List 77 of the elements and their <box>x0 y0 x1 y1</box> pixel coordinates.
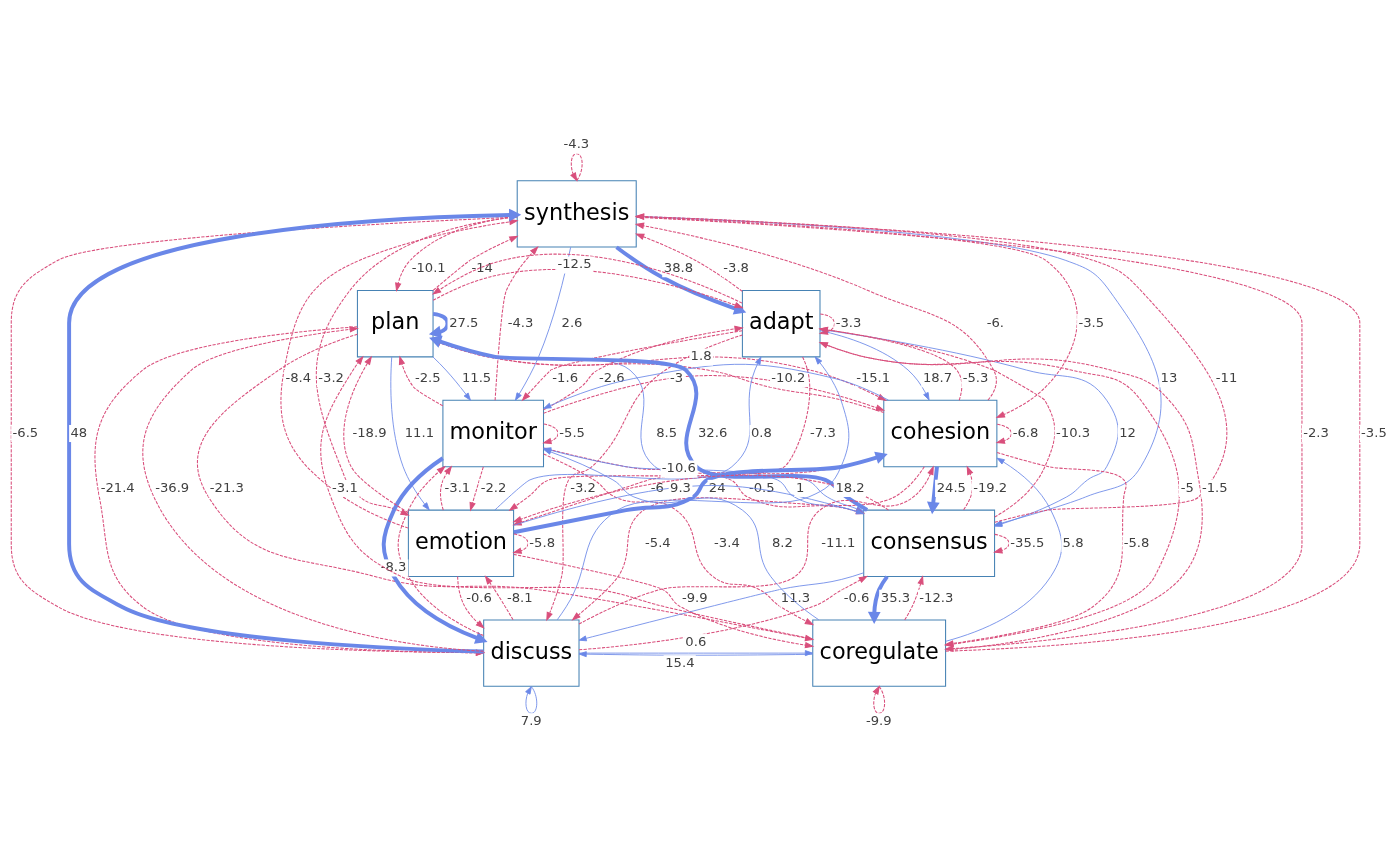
edge-label: 48 <box>70 424 88 440</box>
edge-label: -7.3 <box>810 424 836 440</box>
edge-label: -9.9 <box>681 589 708 604</box>
edge-label: -5 <box>1180 479 1194 495</box>
edge-label: -11.1 <box>821 534 856 550</box>
edge-label: -5.8 <box>1123 534 1150 550</box>
edge-label: -18.9 <box>352 424 387 440</box>
edge-label: -19.2 <box>973 479 1008 495</box>
edge-label: -6 <box>650 479 664 495</box>
edge-label: -8.1 <box>507 589 533 604</box>
edge-label: -1.6 <box>552 369 579 385</box>
edge-label: -8.3 <box>380 558 407 574</box>
edge-label: 9.3 <box>670 479 691 495</box>
edge-label: -3.8 <box>723 259 749 275</box>
edge-label: -3.1 <box>332 479 358 495</box>
edge-label: 32.6 <box>698 424 728 440</box>
edge-label: -10.3 <box>1056 424 1091 440</box>
edge-label: -5.5 <box>559 424 585 440</box>
edge-label: -6.5 <box>12 424 39 440</box>
edge-label: 11.5 <box>461 369 492 385</box>
edge-label: -3.4 <box>714 534 740 550</box>
edge-label: -5.8 <box>529 534 556 550</box>
edge-label: 1 <box>796 479 805 495</box>
edge-label: 35.3 <box>880 589 911 604</box>
edge-label: -10.1 <box>411 259 446 275</box>
edge-label: 38.8 <box>663 259 694 275</box>
edge-label: 2.6 <box>561 314 583 330</box>
edge-label: -3.5 <box>1078 314 1105 330</box>
edge-label: -10.6 <box>661 459 696 475</box>
edge-label: -2.2 <box>480 479 507 495</box>
edge-label: -8.4 <box>285 369 312 385</box>
edge-label: -3 <box>670 369 684 385</box>
edge-label: 12 <box>1119 424 1136 440</box>
edge-label: -6.8 <box>1012 424 1039 440</box>
edge-label: -2.5 <box>414 369 441 385</box>
edge-label: 18.7 <box>922 369 953 385</box>
edge-label: 18.2 <box>835 479 865 495</box>
edge-label: 11.3 <box>780 589 811 604</box>
edge-label: -11 <box>1215 369 1238 385</box>
edge-label: -15.1 <box>856 369 891 385</box>
edge-label: 0.8 <box>750 424 772 440</box>
edge-label: -2.3 <box>1303 424 1329 440</box>
edge-label: 24.5 <box>936 479 966 495</box>
edge-label: -3.2 <box>570 479 596 495</box>
edge-label: -12.5 <box>557 255 592 271</box>
edge-label: -12.3 <box>919 589 954 604</box>
edge-label: -4.3 <box>563 135 590 151</box>
edge-label: -21.4 <box>100 479 135 495</box>
edge-label: -21.3 <box>209 479 244 495</box>
edge-label: -2.6 <box>599 369 625 385</box>
edge-label: 8.5 <box>656 424 678 440</box>
edge-label: -35.5 <box>1010 534 1045 550</box>
edge-label: -36.9 <box>155 479 190 495</box>
edge-label: -4.3 <box>507 314 534 330</box>
edge-label: -9.9 <box>866 712 892 728</box>
edge-label: 11.1 <box>404 424 435 440</box>
edge-label: 13 <box>1160 369 1178 385</box>
edge-label: -0.6 <box>843 589 870 604</box>
edge-label: 8.2 <box>772 534 793 550</box>
edge-label: 15.4 <box>665 654 695 670</box>
edge-label: 0.6 <box>685 633 707 649</box>
edge-label: -1.5 <box>1202 479 1228 495</box>
edge-label: 1.8 <box>690 347 712 363</box>
edge-label: 7.9 <box>520 712 542 728</box>
edge-label: -3.5 <box>1361 424 1387 440</box>
edge-label: -0.5 <box>748 479 775 495</box>
edge-label: -3.1 <box>444 479 471 495</box>
edge-label: -5.4 <box>645 534 671 550</box>
edge-label: -5.3 <box>962 369 989 385</box>
edge-label: -3.2 <box>318 369 344 385</box>
edge-label: -6. <box>986 314 1004 330</box>
edge-label: 5.8 <box>1062 534 1084 550</box>
edge-label: -10.2 <box>771 369 806 385</box>
edge-label: -3.3 <box>835 314 862 330</box>
edge-label: 27.5 <box>449 314 479 330</box>
edge-label: -0.6 <box>466 589 492 604</box>
edge-label: -14 <box>471 259 493 275</box>
